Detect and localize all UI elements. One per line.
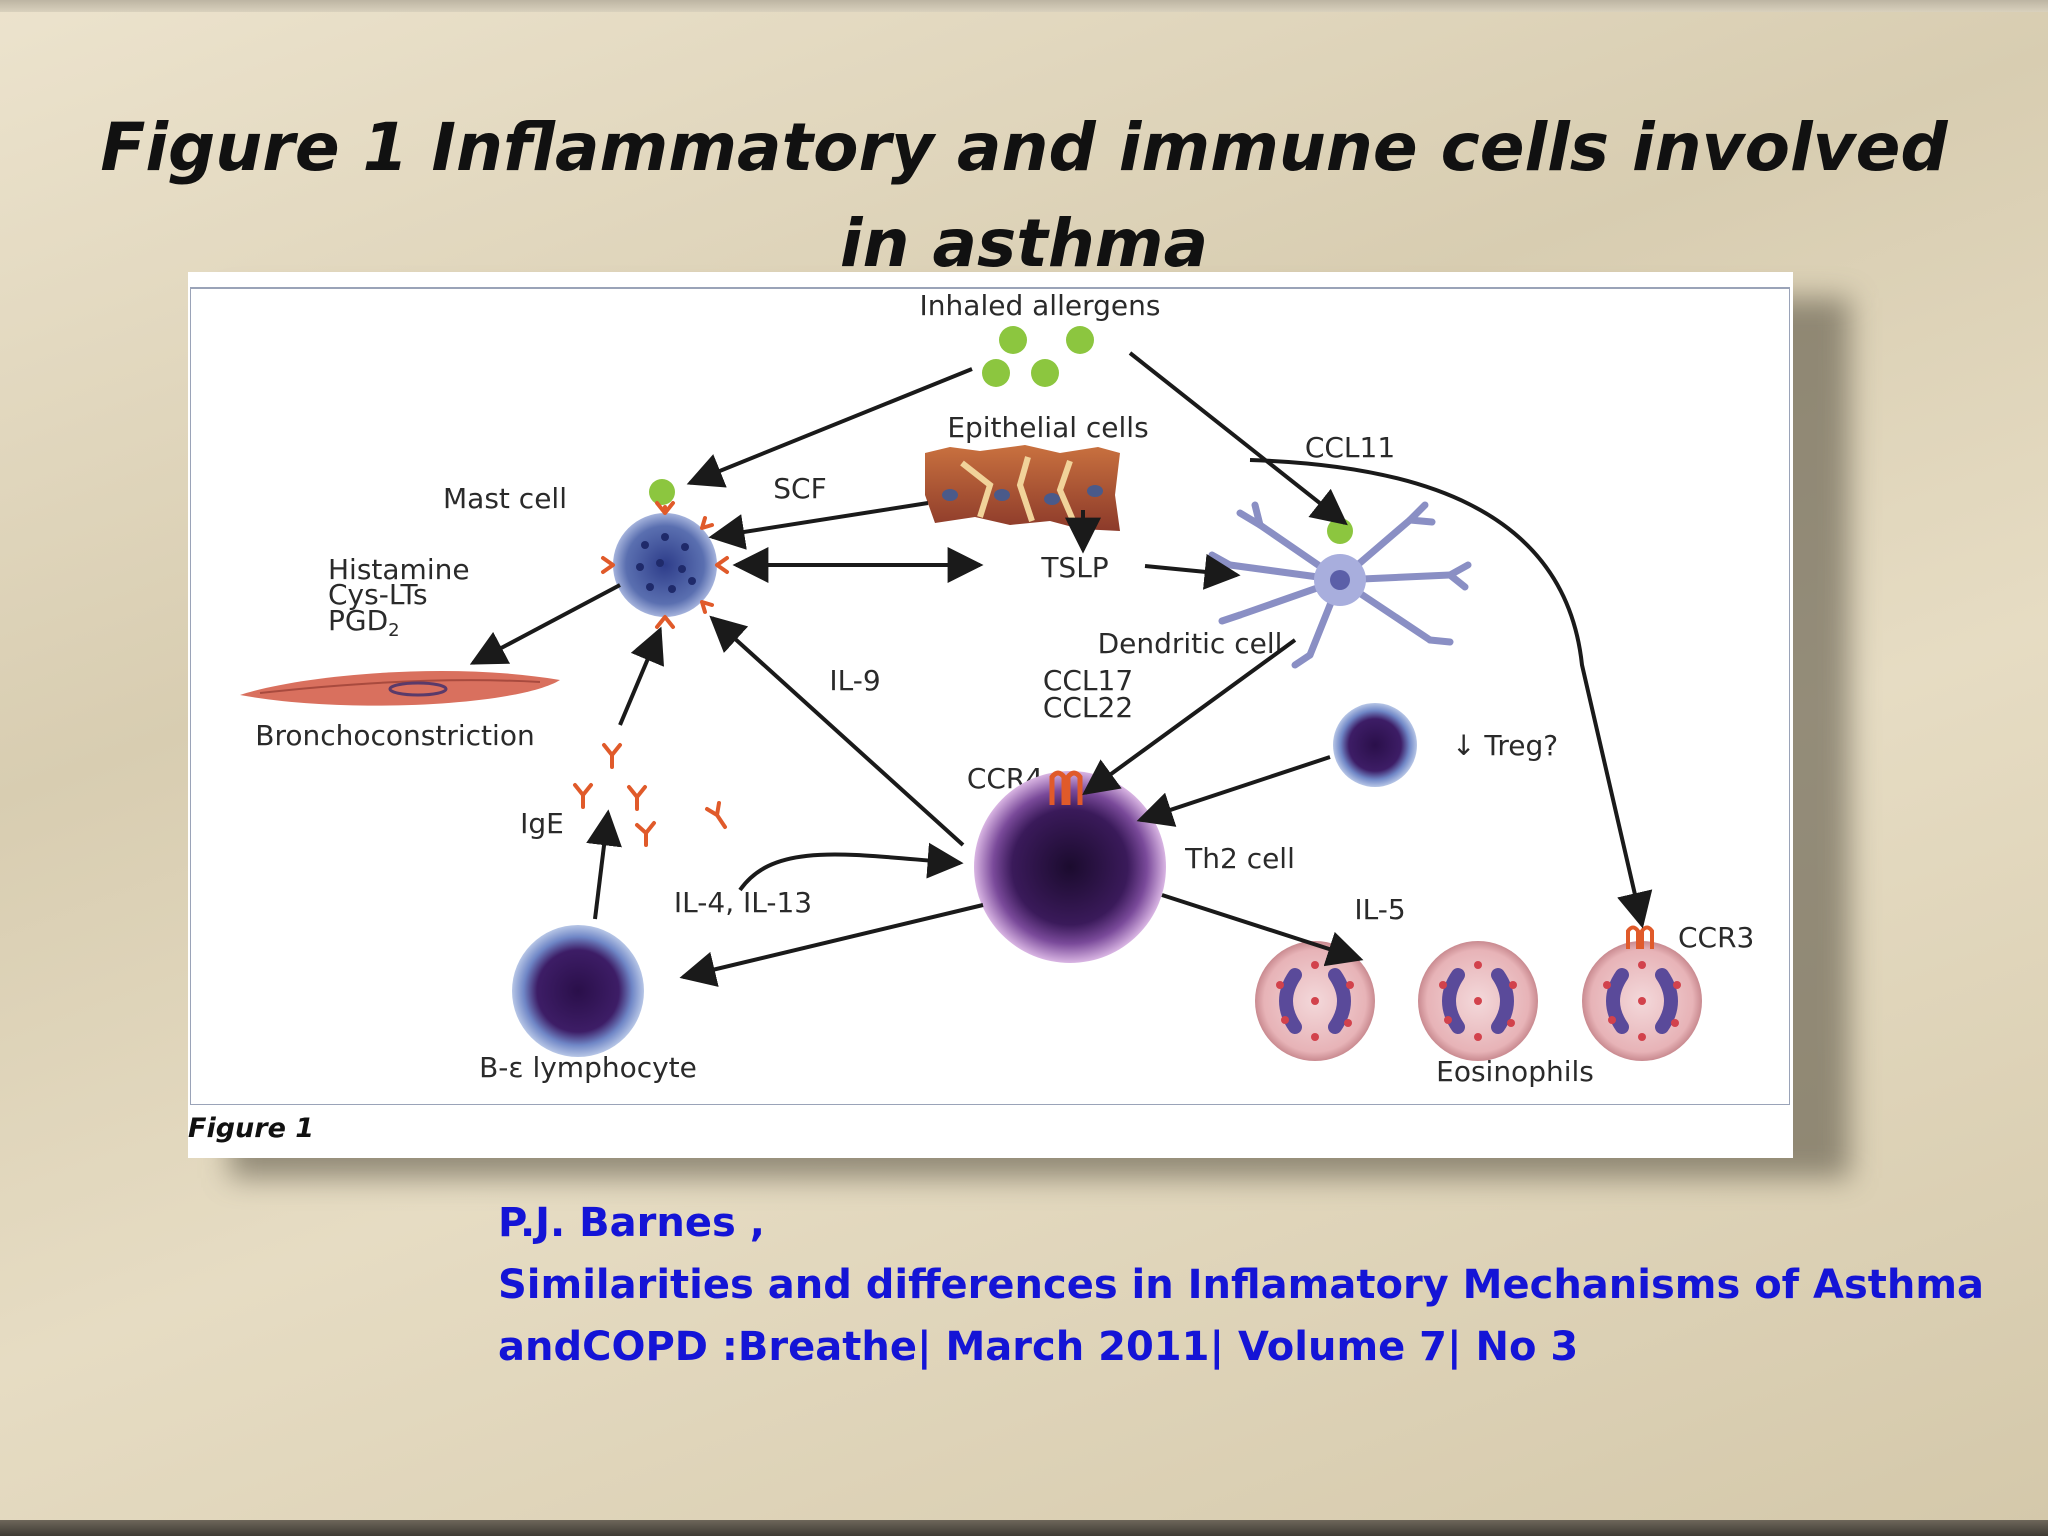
label-il9: IL-9 (829, 664, 880, 697)
label-th2-cell: Th2 cell (1184, 842, 1295, 875)
label-pgd2: PGD2 (328, 604, 400, 641)
label-il4-il13: IL-4, IL-13 (674, 886, 812, 919)
label-ccl22: CCL22 (1043, 691, 1133, 724)
arrow-mast-cell-to-bronchoconstriction (469, 583, 621, 665)
label-scf: SCF (773, 472, 826, 505)
label-b-lymphocyte: B-ε lymphocyte (479, 1051, 697, 1084)
asthma-diagram: Inhaled allergens Epithelial cells CCL11… (190, 287, 1790, 1105)
label-ccl11: CCL11 (1305, 431, 1395, 464)
label-eosinophils: Eosinophils (1436, 1055, 1594, 1088)
label-bronchoconstriction: Bronchoconstriction (255, 719, 534, 752)
arrow-th2-loop-il4 (738, 842, 964, 892)
arrow-ige-to-mast-cell (618, 626, 665, 726)
label-epithelial-cells: Epithelial cells (947, 411, 1148, 444)
diagram-border (190, 287, 1790, 1105)
slide-bottom-border (0, 1520, 2048, 1536)
th2-cell-icon (974, 770, 1166, 963)
reference-journal: andCOPD :Breathe| March 2011| Volume 7| … (498, 1324, 1579, 1370)
label-il5: IL-5 (1354, 893, 1405, 926)
label-dendritic-cell: Dendritic cell (1098, 627, 1283, 660)
arrow-ccl11-to-ccr3 (1249, 458, 1653, 929)
b-lymphocyte-icon (512, 925, 644, 1057)
ige-antibodies-icon (573, 743, 727, 847)
slide-title: Figure 1 Inflammatory and immune cells i… (100, 109, 1948, 282)
arrow-th2-to-mast-cell (709, 615, 965, 847)
arrow-tslp-to-dendritic (1144, 553, 1241, 590)
arrow-b-lymphocyte-to-ige (586, 809, 622, 920)
label-histamine: Histamine (328, 553, 470, 586)
allergen-on-dendritic-cell (1327, 518, 1353, 544)
arrow-epithelium-to-mast-cell (708, 501, 929, 550)
figure-caption: Figure 1 (188, 1113, 315, 1144)
arrow-dendritic-to-th2 (1082, 638, 1297, 796)
label-inhaled-allergens: Inhaled allergens (920, 289, 1161, 322)
arrow-th2-to-eosinophils (1161, 893, 1364, 967)
reference-title: Similarities and differences in Inflamat… (498, 1262, 1985, 1308)
label-mast-cell: Mast cell (443, 482, 567, 515)
allergen-on-mast-cell (649, 479, 675, 505)
dendritic-cell-icon (1208, 501, 1472, 669)
label-ige: IgE (520, 807, 564, 840)
arrows (469, 351, 1653, 987)
arrow-allergens-to-dendritic (1128, 351, 1348, 526)
treg-cell-icon (1333, 703, 1417, 787)
reference-author: P.J. Barnes , (498, 1200, 765, 1246)
smooth-muscle-icon (240, 671, 560, 706)
eosinophils-icon (1255, 925, 1702, 1061)
reference-block: P.J. Barnes , Similarities and differenc… (498, 1192, 1998, 1378)
arrow-th2-to-b-lymphocyte (679, 903, 984, 987)
allergen-particles (982, 326, 1094, 387)
label-cys-lts: Cys-LTs (328, 578, 428, 611)
label-treg: ↓ Treg? (1452, 729, 1558, 762)
epithelial-cells-icon (925, 445, 1120, 531)
arrow-treg-to-th2 (1136, 755, 1331, 827)
slide-top-border (0, 0, 2048, 12)
label-ccl17: CCL17 (1043, 664, 1133, 697)
arrow-allergens-to-mast-cell (686, 367, 973, 488)
label-ccr3: CCR3 (1678, 921, 1754, 954)
label-tslp: TSLP (1040, 551, 1108, 584)
mast-cell-icon (601, 501, 729, 629)
